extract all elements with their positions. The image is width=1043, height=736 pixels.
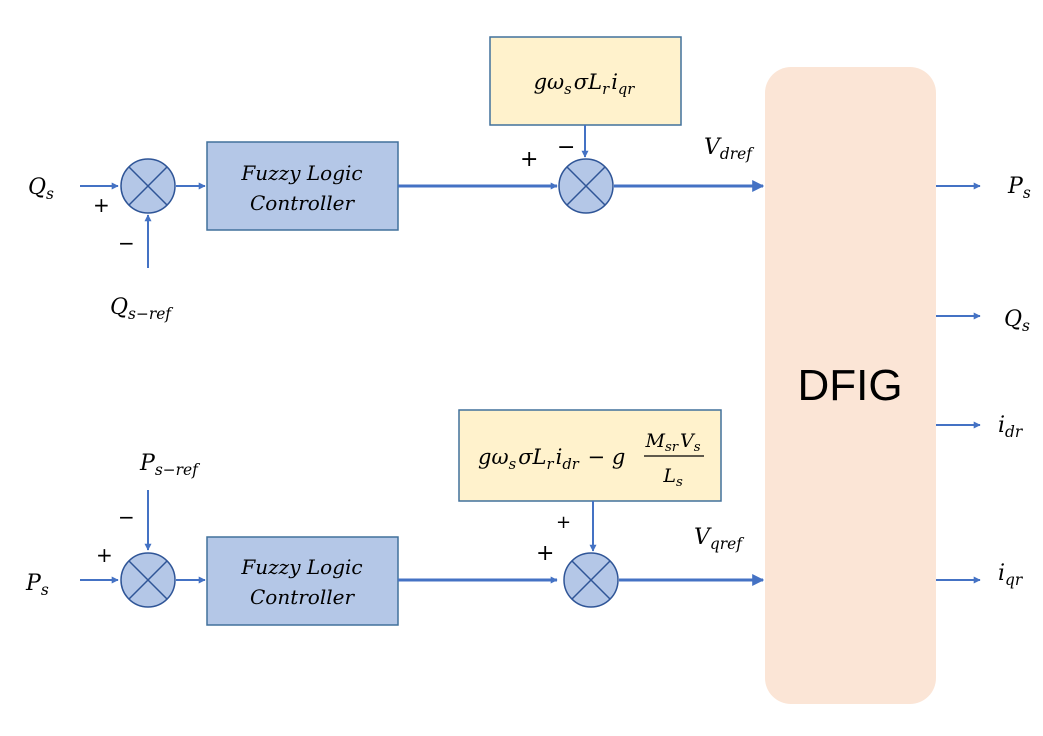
ps-input-label: Ps <box>25 571 51 599</box>
iqr-output-label: iqr <box>998 561 1024 589</box>
dfig-block: DFIG <box>765 67 936 704</box>
bottom-loop: Ps + Ps−ref − Fuzzy Logic Controller + g… <box>25 409 765 626</box>
dfig-label: DFIG <box>797 361 902 410</box>
qs-ref-label: Qs−ref <box>110 295 173 323</box>
bottom-sum1-plus-sign: + <box>96 543 113 567</box>
dfig-outputs: Ps Qs idr iqr <box>936 174 1033 589</box>
bottom-sum2-comp-plus-sign: + <box>556 512 571 533</box>
bottom-compensation-numerator: Msr Vs <box>644 430 702 455</box>
top-sum2-plus-sign: + <box>520 147 538 172</box>
qs-output-label: Qs <box>1004 307 1032 335</box>
bottom-compensation-lhs: gωs σLr idr − g <box>478 445 625 473</box>
top-compensation-expression: gωs σLr iqr <box>534 70 637 98</box>
bottom-sum1-minus-sign: − <box>118 505 135 529</box>
qs-input-label: Qs <box>28 175 56 203</box>
top-flc-line2: Controller <box>250 191 355 215</box>
bottom-flc-line1: Fuzzy Logic <box>240 555 362 579</box>
ps-output-label: Ps <box>1007 174 1033 202</box>
bottom-compensation-block: gωs σLr idr − g Msr Vs Ls <box>458 409 722 502</box>
top-compensation-block: gωs σLr iqr <box>489 36 682 126</box>
idr-output-label: idr <box>998 413 1024 441</box>
bottom-summing-junction-1 <box>120 552 176 608</box>
bottom-summing-junction-2 <box>563 552 619 608</box>
top-sum1-plus-sign: + <box>93 193 110 217</box>
top-fuzzy-logic-controller: Fuzzy Logic Controller <box>206 141 399 231</box>
bottom-compensation-denominator: Ls <box>662 465 684 490</box>
top-flc-line1: Fuzzy Logic <box>240 161 362 185</box>
ps-ref-label: Ps−ref <box>139 451 200 479</box>
top-loop: Qs + − Qs−ref Fuzzy Logic Controller + g… <box>28 36 765 323</box>
top-summing-junction-2 <box>558 158 614 214</box>
top-sum1-minus-sign: − <box>118 231 135 255</box>
bottom-sum2-plus-sign: + <box>536 541 554 566</box>
top-sum2-minus-sign: − <box>557 135 575 160</box>
vqref-label: Vqref <box>694 525 744 553</box>
top-summing-junction-1 <box>120 158 176 214</box>
vdref-label: Vdref <box>704 135 754 163</box>
bottom-fuzzy-logic-controller: Fuzzy Logic Controller <box>206 536 399 626</box>
bottom-flc-line2: Controller <box>250 585 355 609</box>
